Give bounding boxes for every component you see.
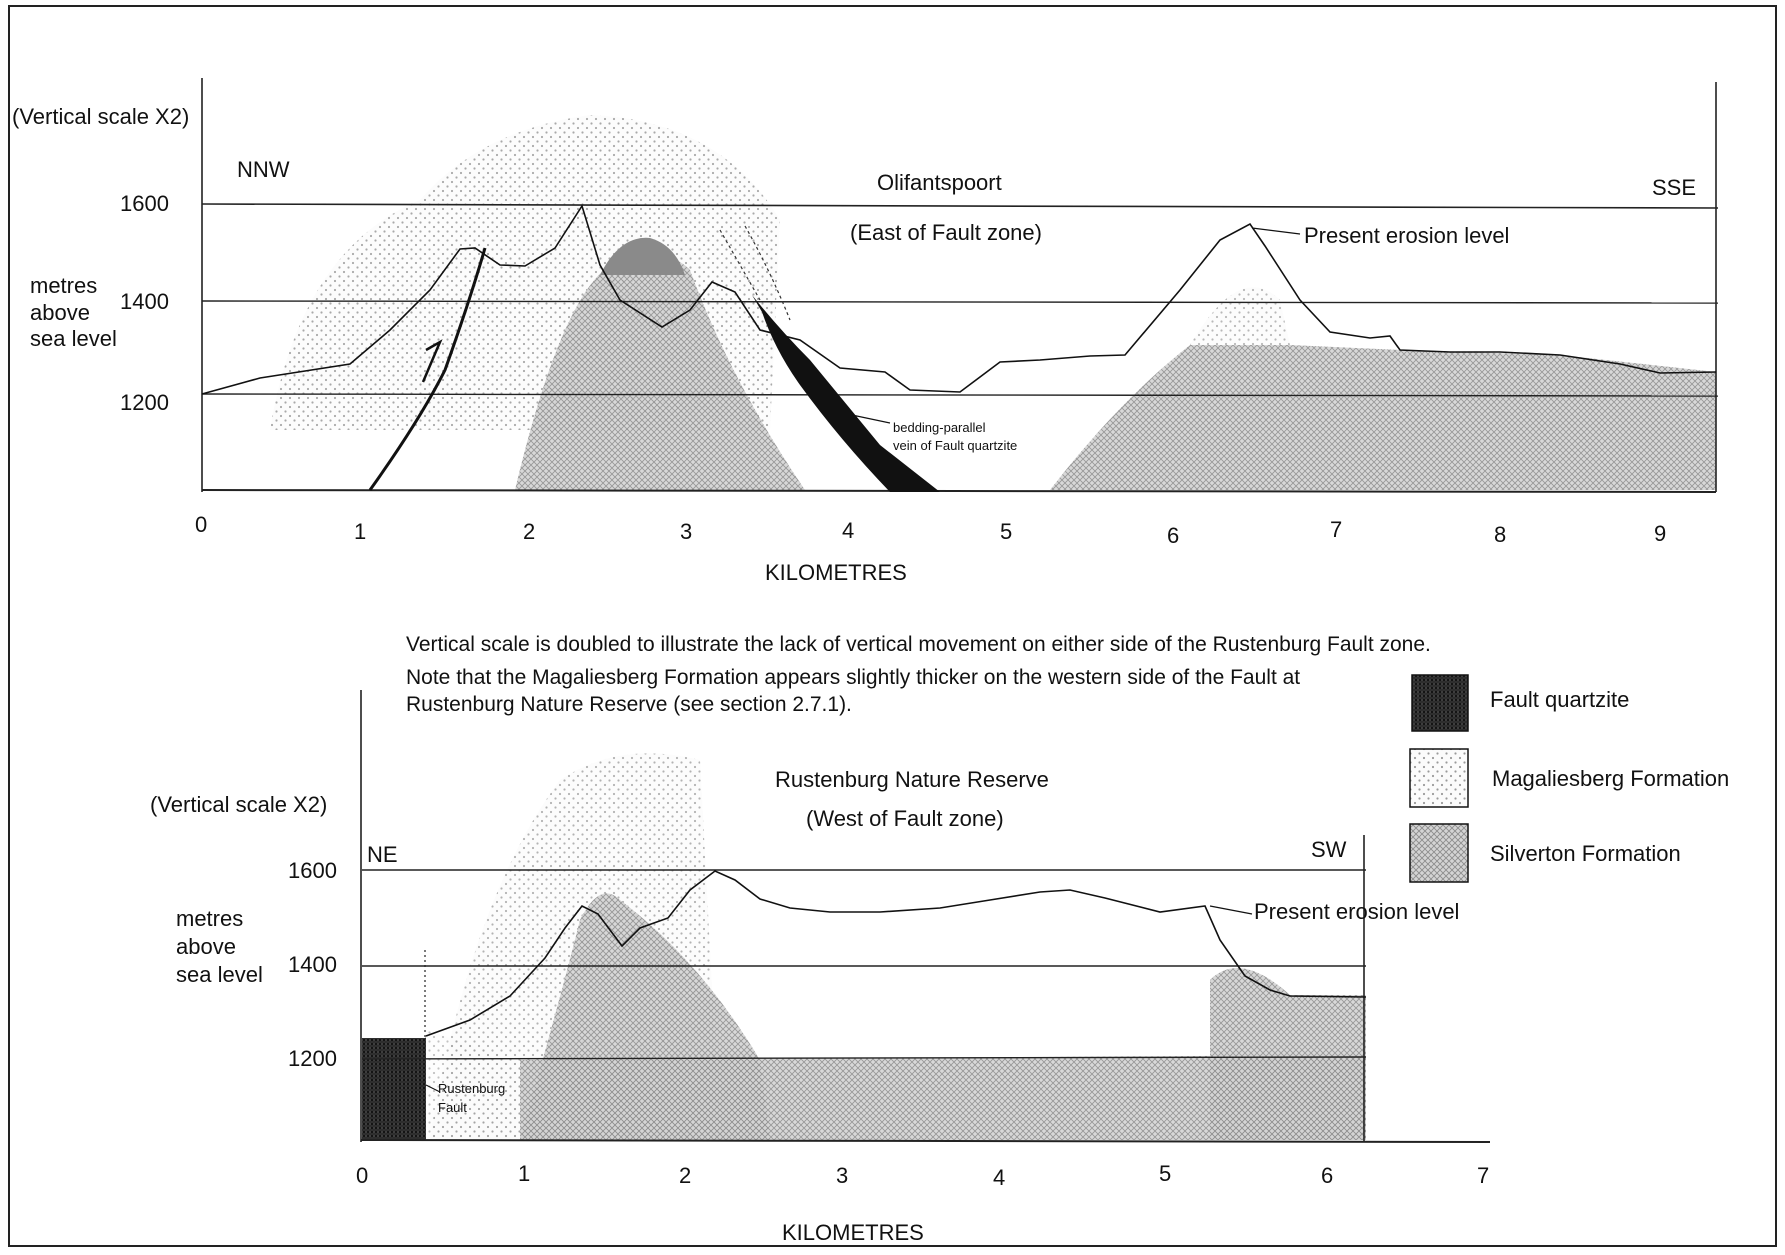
top-y-label-2: above: [30, 300, 90, 325]
top-x-tick: 1: [354, 519, 366, 544]
top-y-label-1: metres: [30, 273, 97, 298]
bottom-x-tick: 4: [993, 1165, 1005, 1190]
top-x-tick: 9: [1654, 521, 1666, 546]
caption-line-1: Vertical scale is doubled to illustrate …: [406, 633, 1431, 656]
top-x-tick: 0: [195, 512, 207, 537]
bottom-mag-left-low: [425, 1030, 520, 1140]
bottom-x-tick: 2: [679, 1163, 691, 1188]
top-vein-leader: [851, 414, 891, 424]
top-erosion-profile: [201, 204, 1717, 395]
bottom-right-direction: SW: [1311, 837, 1347, 862]
top-vein-label-2: vein of Fault quartzite: [893, 438, 1017, 453]
top-left-direction: NNW: [237, 157, 290, 182]
top-line-1600: [201, 203, 1719, 209]
bottom-x-tick: 1: [518, 1161, 530, 1186]
top-vertical-scale-note: (Vertical scale X2): [12, 104, 189, 129]
top-x-tick: 8: [1494, 522, 1506, 547]
top-y-tick-1600: 1600: [120, 191, 169, 216]
top-x-tick: 5: [1000, 519, 1012, 544]
bottom-x-tick: 7: [1477, 1163, 1489, 1188]
bottom-x-tick: 6: [1321, 1163, 1333, 1188]
top-x-tick: 3: [680, 519, 692, 544]
bottom-cross-section: (Vertical scale X2) NE SW Rustenburg Nat…: [150, 690, 1491, 1245]
bottom-left-direction: NE: [367, 842, 398, 867]
bottom-x-ticks: 0 1 2 3 4 5 6 7: [356, 1161, 1489, 1190]
bottom-erosion-label: Present erosion level: [1254, 899, 1459, 924]
legend-label-magaliesberg: Magaliesberg Formation: [1492, 766, 1729, 791]
bottom-erosion-leader: [1209, 905, 1253, 915]
bottom-x-tick: 5: [1159, 1161, 1171, 1186]
top-dotted-guide-1: [719, 229, 761, 301]
legend-label-silverton: Silverton Formation: [1490, 841, 1681, 866]
caption-line-3: Rustenburg Nature Reserve (see section 2…: [406, 693, 852, 716]
top-location-title: Olifantspoort: [877, 170, 1002, 195]
bottom-y-label-3: sea level: [176, 962, 263, 987]
bottom-fault-quartzite-block: [362, 1038, 426, 1140]
top-right-direction: SSE: [1652, 175, 1696, 200]
top-silverton-fill-left: [515, 253, 805, 490]
bottom-silverton-band: [520, 1055, 1366, 1140]
top-magaliesberg-fill-right: [1190, 287, 1290, 345]
bottom-erosion-profile: [425, 870, 1367, 1037]
bottom-location-title: Rustenburg Nature Reserve: [775, 767, 1049, 792]
bottom-fault-leader: [425, 1084, 441, 1093]
bottom-line-1200: [361, 1056, 1367, 1060]
bottom-x-tick: 3: [836, 1163, 848, 1188]
top-location-subtitle: (East of Fault zone): [850, 220, 1042, 245]
bottom-base-line: [360, 1139, 1491, 1143]
caption: Vertical scale is doubled to illustrate …: [406, 633, 1431, 716]
top-base-line: [201, 489, 1717, 493]
top-vein-label-1: bedding-parallel: [893, 420, 986, 435]
bottom-fault-label-1: Rustenburg: [438, 1081, 505, 1096]
bottom-fault-label-2: Fault: [438, 1100, 467, 1115]
bottom-y-tick-1200: 1200: [288, 1046, 337, 1071]
top-silverton-dark-cap: [600, 237, 685, 275]
bottom-y-tick-1600: 1600: [288, 858, 337, 883]
top-y-tick-1200: 1200: [120, 390, 169, 415]
top-x-ticks: 0 1 2 3 4 5 6 7 8 9: [195, 512, 1666, 548]
bottom-vertical-scale-note: (Vertical scale X2): [150, 792, 327, 817]
top-erosion-label: Present erosion level: [1304, 223, 1509, 248]
caption-line-2: Note that the Magaliesberg Formation app…: [406, 666, 1300, 689]
top-y-tick-1400: 1400: [120, 289, 169, 314]
legend-label-fault-quartzite: Fault quartzite: [1490, 687, 1629, 712]
bottom-y-label-1: metres: [176, 906, 243, 931]
top-line-1200: [201, 393, 1719, 397]
top-erosion-leader: [1251, 227, 1301, 235]
legend-swatch-silverton: [1409, 823, 1469, 883]
legend-swatch-fault-quartzite: [1411, 674, 1469, 732]
top-x-tick: 2: [523, 519, 535, 544]
top-x-axis-label: KILOMETRES: [765, 560, 907, 585]
page-frame: [8, 5, 1777, 1247]
top-fault-curve: [368, 247, 487, 491]
top-x-tick: 4: [842, 518, 854, 543]
top-silverton-fill-right: [1050, 345, 1716, 490]
top-fault-arrow: [421, 339, 443, 383]
top-x-tick: 6: [1167, 523, 1179, 548]
top-line-1400: [201, 300, 1719, 304]
top-x-tick: 7: [1330, 517, 1342, 542]
top-y-label-3: sea level: [30, 326, 117, 351]
bottom-silverton-right: [1210, 968, 1366, 1140]
bottom-x-tick: 0: [356, 1163, 368, 1188]
legend: Fault quartzite Magaliesberg Formation S…: [1409, 674, 1729, 883]
bottom-y-label-2: above: [176, 934, 236, 959]
legend-swatch-magaliesberg: [1409, 748, 1469, 808]
bottom-location-subtitle: (West of Fault zone): [806, 806, 1004, 831]
top-cross-section: (Vertical scale X2) NNW SSE Olifantspoor…: [12, 78, 1719, 585]
bottom-y-tick-1400: 1400: [288, 952, 337, 977]
bottom-x-axis-label: KILOMETRES: [782, 1220, 924, 1245]
